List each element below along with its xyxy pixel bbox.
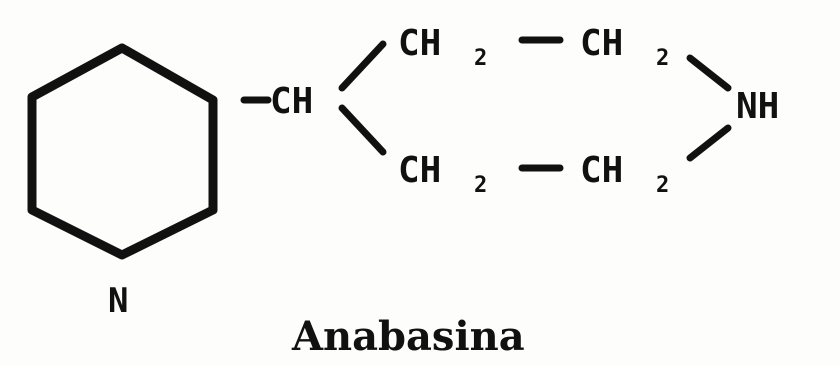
- svg-text:2: 2: [656, 173, 669, 198]
- svg-text:CH: CH: [580, 150, 623, 191]
- bond-lower-nh: [686, 124, 732, 162]
- lower-ch2-right: CH 2: [580, 150, 669, 198]
- nh-group: NH: [736, 86, 779, 127]
- lower-ch2-left: CH 2: [398, 150, 487, 198]
- svg-text:2: 2: [656, 46, 669, 71]
- bond-ch-upper: [338, 40, 387, 92]
- svg-text:2: 2: [474, 173, 487, 198]
- bond-upper-nh: [686, 54, 732, 92]
- svg-text:CH: CH: [398, 150, 441, 191]
- ring-nitrogen: N: [108, 281, 128, 321]
- ch-group: CH: [270, 81, 313, 122]
- bond-ch-lower: [338, 104, 387, 156]
- svg-text:2: 2: [474, 46, 487, 71]
- hexagon-ring: [27, 43, 218, 260]
- svg-text:CH: CH: [398, 23, 441, 64]
- molecule-caption: Anabasina: [291, 313, 525, 360]
- upper-ch2-right: CH 2: [580, 23, 669, 71]
- upper-ch2-left: CH 2: [398, 23, 487, 71]
- svg-text:CH: CH: [580, 23, 623, 64]
